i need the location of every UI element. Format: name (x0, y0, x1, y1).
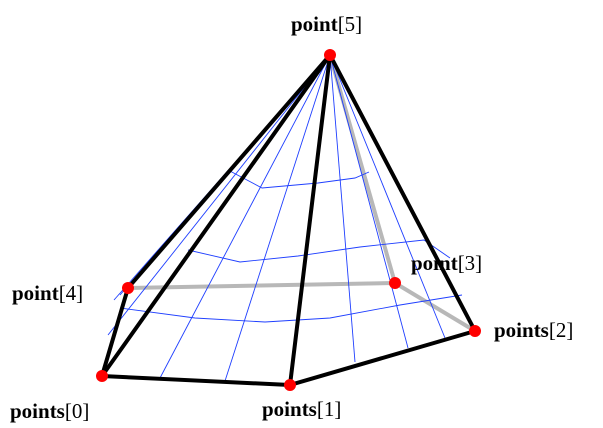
label-points-1: points[1] (262, 397, 341, 421)
label-point-5: point[5] (291, 12, 362, 36)
mesh-ray (329, 54, 409, 349)
label-points-2: points[2] (494, 318, 573, 342)
mesh-ray (224, 54, 331, 382)
edge-5-0 (100, 53, 332, 378)
vertex-points-2 (469, 325, 481, 337)
vertices (96, 49, 481, 391)
hidden-edges (126, 53, 477, 333)
hidden-edge-5-3 (328, 53, 397, 285)
mesh-ray (329, 54, 356, 363)
mesh-ray (107, 54, 331, 336)
edge-5-2 (328, 53, 477, 333)
edge-1-2 (288, 329, 477, 387)
labels: point[5] point[4] point[3] points[2] poi… (10, 12, 573, 423)
edge-0-1 (100, 374, 292, 387)
label-point-3: point[3] (411, 251, 482, 275)
edge-5-4 (126, 53, 332, 290)
vertex-points-1 (284, 379, 296, 391)
visible-edges (100, 53, 477, 387)
vertex-point-5 (324, 49, 336, 61)
mesh-ray (159, 54, 331, 379)
vertex-points-0 (96, 370, 108, 382)
mesh-ray (329, 54, 446, 339)
label-point-4: point[4] (12, 281, 83, 305)
hidden-edge-3-2 (393, 281, 477, 333)
mesh-ring (227, 169, 370, 189)
vertex-point-3 (389, 277, 401, 289)
mesh-ring (119, 294, 463, 323)
hidden-edge-4-3 (126, 281, 397, 290)
surface-mesh (101, 54, 463, 385)
edge-5-1 (288, 53, 332, 387)
edge-4-0 (100, 286, 130, 378)
vertex-point-4 (122, 282, 134, 294)
label-points-0: points[0] (10, 399, 89, 423)
